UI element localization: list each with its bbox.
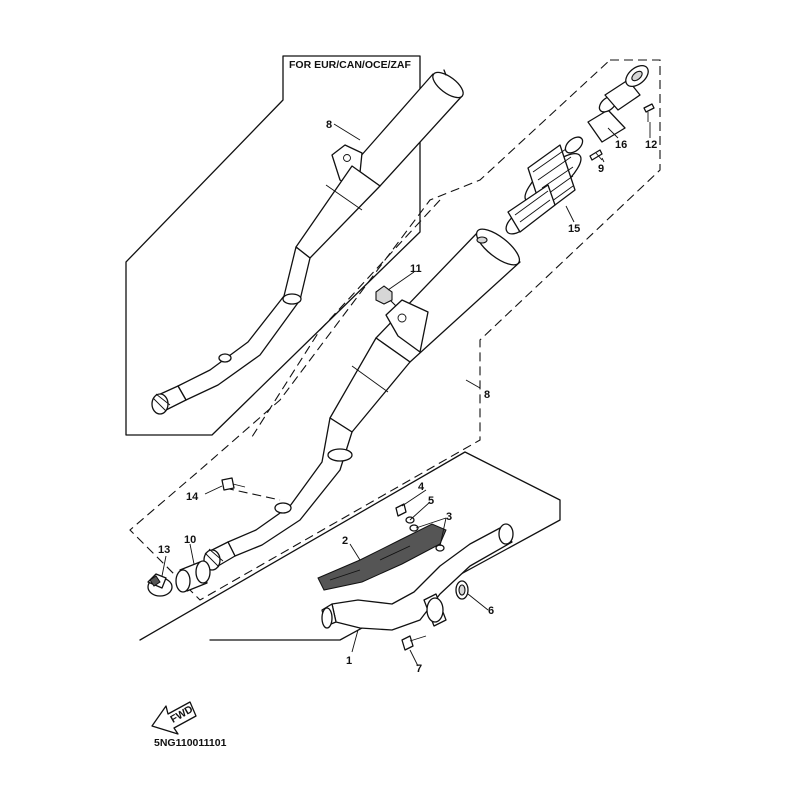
bolt-9 [589, 149, 603, 161]
regional-muffler [151, 69, 464, 415]
front-pipe-box [139, 451, 561, 641]
exhaust-pipe [321, 523, 514, 631]
callout-9: 9 [598, 163, 604, 175]
regional-variant-box [125, 55, 421, 436]
heat-shield [317, 523, 447, 591]
gasket-6 [455, 580, 469, 600]
gasket-10 [175, 560, 211, 593]
callout-3: 3 [446, 511, 452, 523]
bolt-7 [401, 635, 427, 651]
callout-6: 6 [488, 605, 494, 617]
callout-4: 4 [418, 481, 425, 493]
bolt-14 [221, 477, 246, 491]
callout-8-regional: 8 [326, 119, 332, 131]
callout-15: 15 [568, 223, 580, 235]
callout-11: 11 [410, 263, 422, 275]
main-assembly-outline [129, 59, 661, 601]
main-muffler [203, 228, 521, 571]
region-note: FOR EUR/CAN/OCE/ZAF [289, 59, 412, 71]
fwd-arrow-icon: FWD [151, 701, 197, 735]
callout-10: 10 [184, 534, 196, 546]
callout-13: 13 [158, 544, 170, 556]
callout-14: 14 [186, 491, 199, 503]
grommet-11 [375, 285, 393, 305]
callout-5: 5 [428, 495, 434, 507]
callout-8-main: 8 [484, 389, 490, 401]
spark-arrester [505, 144, 582, 235]
screw-4 [395, 503, 407, 517]
callout-7: 7 [416, 663, 422, 675]
callout-16: 16 [615, 139, 627, 151]
callout-2: 2 [342, 535, 348, 547]
bolt-12 [643, 103, 655, 122]
callout-12: 12 [645, 139, 657, 151]
tail-pipe [564, 64, 649, 154]
dashed-leader-14 [224, 487, 281, 501]
diagram-code: 5NG110011101 [154, 737, 227, 749]
callout-1: 1 [346, 655, 352, 667]
dashed-leader-upper [249, 199, 441, 441]
leader-lines [161, 122, 651, 667]
clamp-13 [147, 573, 173, 597]
